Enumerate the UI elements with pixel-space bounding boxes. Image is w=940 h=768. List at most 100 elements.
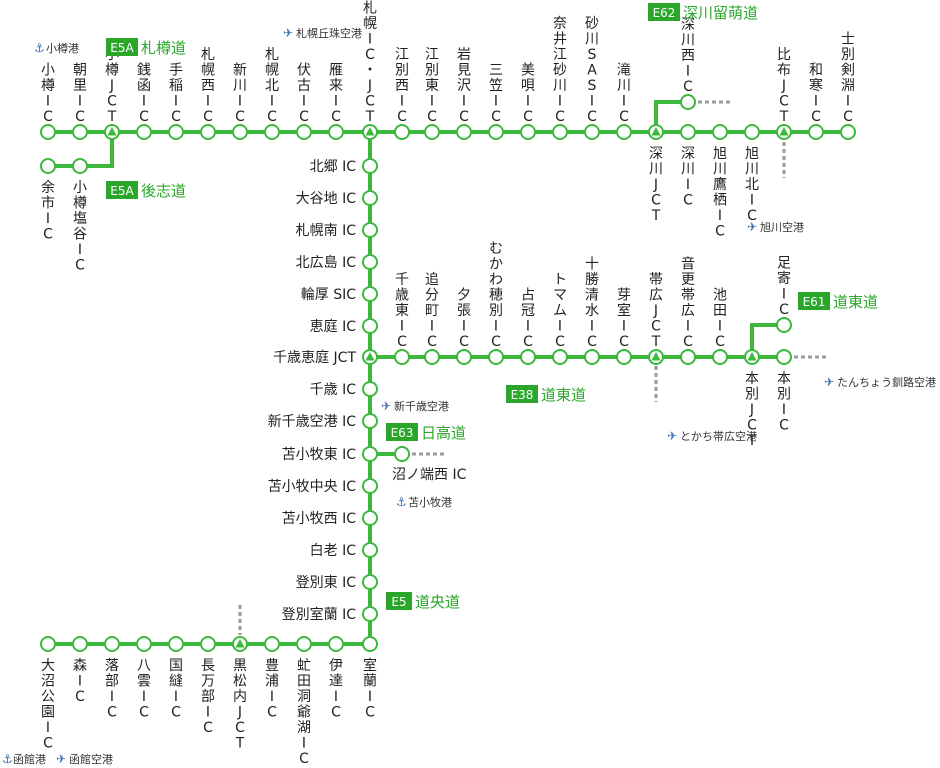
svg-text:道央道: 道央道 [415, 593, 460, 611]
doto-line-1-node [424, 349, 440, 365]
svg-text:函館港: 函館港 [13, 752, 46, 766]
anchor-icon: ⚓ [2, 752, 13, 766]
station-label: 登別室蘭 IC [282, 606, 357, 623]
station-label: 輪厚 SIC [301, 286, 356, 303]
station-label: 小樽JCT [105, 47, 119, 125]
svg-text:日高道: 日高道 [421, 424, 466, 442]
doto-line-7-node [616, 349, 632, 365]
poi-okadama-airport: ✈ 札幌丘珠空港 [283, 26, 362, 40]
junction-icon [107, 127, 117, 136]
top-line-22-node [744, 124, 760, 140]
bottom-line-4-node [168, 636, 184, 652]
svg-text:苫小牧港: 苫小牧港 [408, 495, 452, 509]
doto-line-6-node [584, 349, 600, 365]
anchor-icon: ⚓ [34, 41, 45, 55]
poi-kushiro-airport: ✈ たんちょう釧路空港 [824, 375, 936, 389]
bottom-line-5-node [200, 636, 216, 652]
svg-text:札幌丘珠空港: 札幌丘珠空港 [296, 26, 362, 40]
doto-line-4-node [520, 349, 536, 365]
top-line-stations: 小樽IC朝里IC小樽JCT銭函IC手稲IC札幌西IC新川IC札幌北IC伏古IC雁… [40, 1, 856, 240]
doto-line-9-node [680, 349, 696, 365]
station-label: 札幌南 IC [296, 223, 357, 239]
top-line-17-node [584, 124, 600, 140]
hidaka-0-node [394, 446, 410, 462]
svg-text:札樽道: 札樽道 [141, 39, 186, 57]
anchor-icon: ⚓ [396, 495, 407, 509]
station-label: 新千歳空港 IC [268, 414, 357, 430]
svg-text:E63: E63 [391, 426, 414, 440]
station-label: 苫小牧西 IC [282, 510, 357, 527]
station-label: 北郷 IC [310, 159, 357, 175]
e62-line [654, 100, 690, 134]
station-label: 千歳 IC [310, 382, 357, 398]
station-label: 北広島 IC [296, 255, 357, 271]
svg-text:たんちょう釧路空港: たんちょう釧路空港 [837, 375, 936, 389]
e5-vertical-2-node [362, 222, 378, 238]
airplane-icon: ✈ [824, 375, 834, 389]
top-line-4-node [168, 124, 184, 140]
svg-text:E62: E62 [653, 6, 676, 20]
shiribeshi-1-node [72, 158, 88, 174]
rumoi-0-node [680, 94, 696, 110]
svg-text:とかち帯広空港: とかち帯広空港 [680, 429, 757, 443]
bottom-line-8-node [296, 636, 312, 652]
e5-vertical-4-node [362, 286, 378, 302]
route-badge-e38: E38 道東道 [506, 385, 586, 404]
junction-icon [651, 352, 661, 361]
svg-text:道東道: 道東道 [541, 386, 586, 404]
junction-icon [235, 639, 245, 648]
top-line-25-node [840, 124, 856, 140]
e5-vertical-12-node [362, 542, 378, 558]
top-line-13-node [456, 124, 472, 140]
station-label: 大谷地 IC [296, 191, 357, 207]
top-line-0-node [40, 124, 56, 140]
e5-vertical-7-node [362, 381, 378, 397]
airplane-icon: ✈ [56, 752, 66, 766]
e5-vertical-1-node [362, 190, 378, 206]
svg-text:深川留萌道: 深川留萌道 [683, 4, 758, 22]
junction-icon [365, 352, 375, 361]
e5-vertical-5-node [362, 318, 378, 334]
station-label: 登別東 IC [296, 575, 357, 591]
e5-vertical-9-node [362, 446, 378, 462]
top-line-14-node [488, 124, 504, 140]
e5-vertical-13-node [362, 574, 378, 590]
poi-new-chitose-airport: ✈ 新千歳空港 [381, 399, 449, 413]
route-badge-e5a-shiribeshi: E5A 後志道 [106, 181, 186, 200]
station-label: 千歳恵庭 JCT [273, 349, 356, 366]
top-line-1-node [72, 124, 88, 140]
top-line-21-node [712, 124, 728, 140]
top-line-16-node [552, 124, 568, 140]
shiribeshi-0-node [40, 158, 56, 174]
bottom-line-10-node [362, 636, 378, 652]
svg-text:新千歳空港: 新千歳空港 [394, 399, 449, 413]
